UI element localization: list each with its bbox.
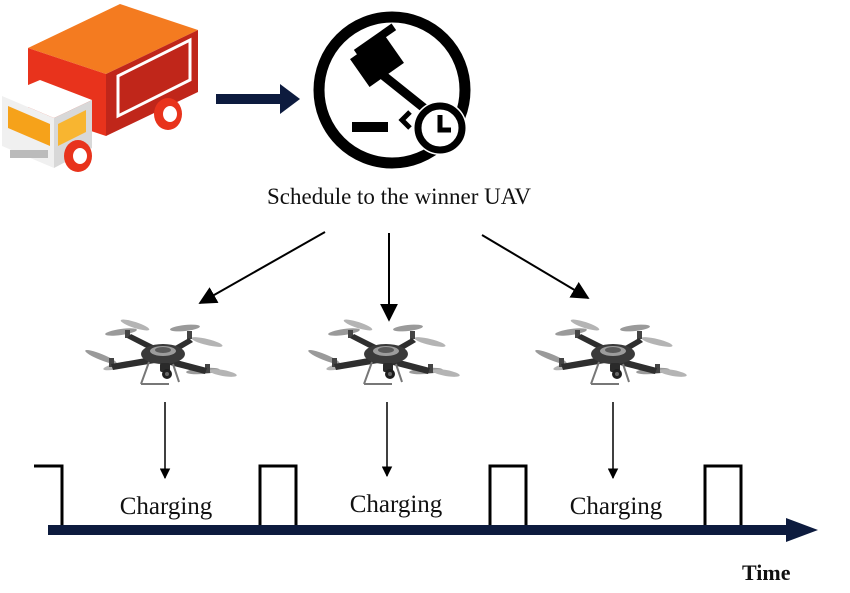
arrow-to-uav-3 [481,234,590,299]
auction-gavel-clock-icon [313,11,471,169]
truck-icon [2,4,198,172]
schedule-pulse-waveform [34,464,743,526]
charging-label: Charging [570,493,663,520]
charging-arrows [159,402,619,480]
schedule-caption: Schedule to the winner UAV [267,184,531,209]
drone-icon [533,316,689,385]
charging-label: Charging [120,493,213,520]
charging-label: Charging [350,491,443,518]
truck-to-auction-arrow [216,84,300,114]
drone-icon [306,316,462,385]
schedule-arrows [198,231,590,322]
time-axis-label: Time [742,560,791,585]
drone-icon [83,316,239,385]
time-axis [48,518,818,542]
arrow-to-uav-1 [198,231,326,304]
